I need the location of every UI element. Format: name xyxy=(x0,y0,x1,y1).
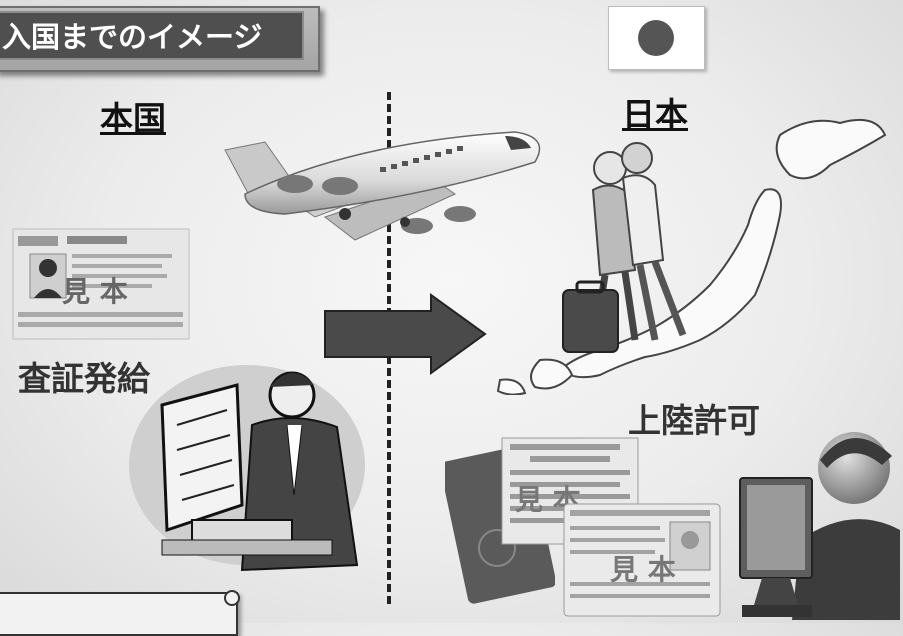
travelers-icon xyxy=(562,142,687,353)
specimen-char: 見 xyxy=(62,275,91,308)
arrow-right-icon xyxy=(324,293,487,375)
japan-heading: 日本 xyxy=(622,95,688,134)
bottom-note-box xyxy=(0,592,238,636)
flag-sun xyxy=(638,20,674,56)
home-country-heading: 本国 xyxy=(100,99,166,138)
airplane-icon xyxy=(224,131,541,241)
page-title: 入国までのイメージ xyxy=(0,11,304,60)
immigration-officer-icon xyxy=(739,432,900,620)
visa-sticker-icon xyxy=(12,228,190,340)
visa-specimen-mark: 見 本 xyxy=(62,270,128,310)
visa-issuance-label: 査証発給 xyxy=(18,359,150,398)
stamp-specimen-mark: 見 本 xyxy=(515,478,581,518)
officer-icon xyxy=(129,365,365,572)
specimen-char: 見 xyxy=(610,553,639,586)
specimen-char: 見 xyxy=(515,483,544,516)
residence-card-icon xyxy=(563,503,721,617)
japan-map-icon xyxy=(496,119,887,395)
landing-permission-label: 上陸許可 xyxy=(628,401,760,440)
card-specimen-mark: 見 本 xyxy=(610,548,676,588)
title-banner: 入国までのイメージ xyxy=(0,6,320,72)
specimen-char: 本 xyxy=(99,275,128,308)
japan-flag-icon xyxy=(608,6,705,70)
specimen-char: 本 xyxy=(647,553,676,586)
box-curl xyxy=(224,590,240,606)
